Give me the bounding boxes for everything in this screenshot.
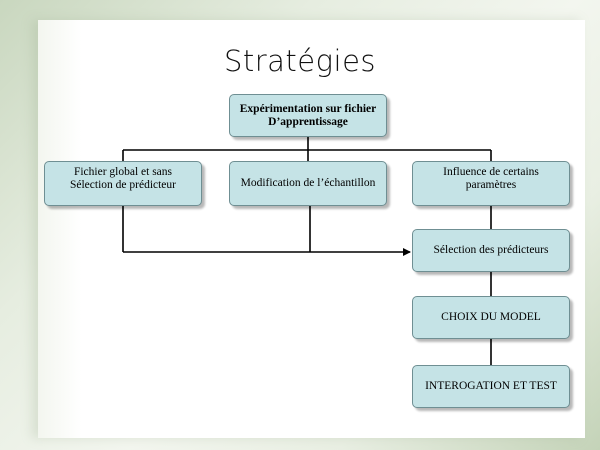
- slide-title: Stratégies: [223, 44, 377, 78]
- node-interogation-et-test: INTEROGATION ET TEST: [412, 365, 570, 408]
- node-branch-global-label: Fichier global et sans Sélection de préd…: [69, 166, 176, 191]
- node-selection-predicteurs: Sélection des prédicteurs: [412, 229, 570, 272]
- node-branch-influence-label: Influence de certains paramètres: [443, 166, 539, 191]
- node-choix-du-model: CHOIX DU MODEL: [412, 296, 570, 339]
- node-choix-du-model-label: CHOIX DU MODEL: [441, 311, 541, 323]
- node-root: Expérimentation sur fichier D’apprentiss…: [229, 94, 387, 137]
- node-root-label: Expérimentation sur fichier D’apprentiss…: [239, 102, 377, 128]
- node-selection-predicteurs-label: Sélection des prédicteurs: [433, 244, 549, 256]
- node-branch-influence: Influence de certains paramètres: [412, 161, 570, 206]
- node-branch-modification-label: Modification de l’échantillon: [240, 177, 376, 189]
- node-branch-global: Fichier global et sans Sélection de préd…: [44, 161, 202, 206]
- node-branch-modification: Modification de l’échantillon: [229, 161, 387, 206]
- node-interogation-et-test-label: INTEROGATION ET TEST: [425, 380, 557, 392]
